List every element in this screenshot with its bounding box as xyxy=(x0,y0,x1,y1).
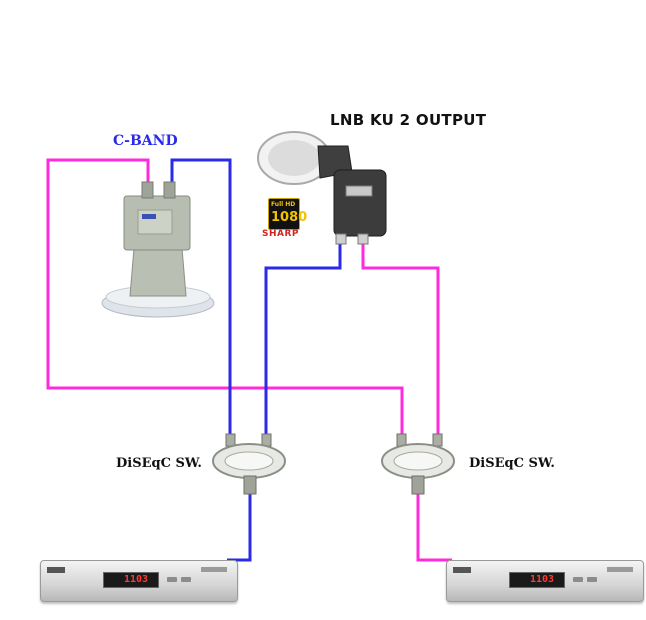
right-diseqc-switch-icon xyxy=(381,433,455,495)
wire-right-switch-to-receiver xyxy=(416,492,452,562)
wire-cband-to-right-switch xyxy=(46,158,404,438)
badge-caption: Full HD xyxy=(271,201,296,208)
receiver-button xyxy=(167,577,177,582)
wire-cband-to-left-switch xyxy=(170,158,232,438)
left-switch-label: DiSEqC SW. xyxy=(116,456,202,471)
receiver-display-digits: 1103 xyxy=(530,574,555,585)
receiver-logo xyxy=(607,567,633,572)
receiver-display: 1103 xyxy=(509,572,565,588)
ku-lnb-icon xyxy=(257,131,387,245)
left-receiver-icon: 1103 xyxy=(40,560,238,602)
left-diseqc-switch-icon xyxy=(212,433,286,495)
receiver-button xyxy=(181,577,191,582)
receiver-brand-plate xyxy=(47,567,65,573)
cband-lnb-icon xyxy=(101,181,215,318)
receiver-display-digits: 1103 xyxy=(124,574,149,585)
wire-ku-to-right-switch xyxy=(361,242,440,438)
right-switch-label: DiSEqC SW. xyxy=(469,456,555,471)
full-hd-badge: Full HD 1080 xyxy=(268,198,307,230)
badge-resolution: 1080 xyxy=(271,210,308,225)
receiver-button xyxy=(573,577,583,582)
right-receiver-icon: 1103 xyxy=(446,560,644,602)
lnb-ku-title: LNB KU 2 OUTPUT xyxy=(330,111,487,129)
receiver-display: 1103 xyxy=(103,572,159,588)
receiver-button xyxy=(587,577,597,582)
wire-left-switch-to-receiver xyxy=(227,492,252,562)
receiver-brand-plate xyxy=(453,567,471,573)
cband-title: C-BAND xyxy=(113,133,178,149)
wire-ku-to-left-switch xyxy=(264,242,342,438)
ku-brand-logo: SHARP xyxy=(262,229,300,239)
receiver-logo xyxy=(201,567,227,572)
